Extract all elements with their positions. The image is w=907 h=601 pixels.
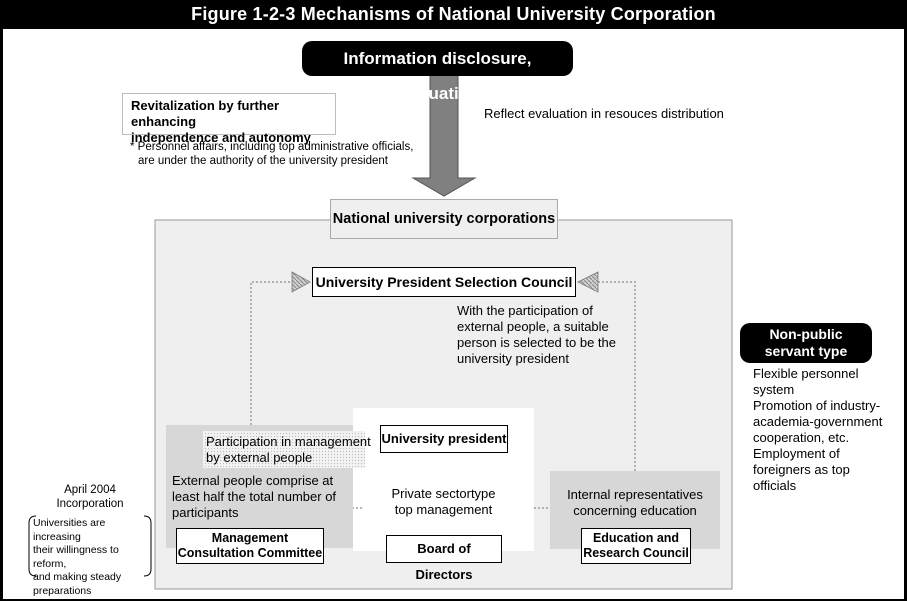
education-council-line1: Education and xyxy=(592,531,680,545)
corporations-box: National university corporations xyxy=(330,199,558,239)
internal-representatives-text: Internal representatives concerning educ… xyxy=(550,487,720,519)
april-line2: Incorporation xyxy=(56,498,124,510)
right-arrowhead xyxy=(577,271,599,293)
selection-note-line1: With the participation of xyxy=(457,303,593,318)
benefit-line: academia-government xyxy=(753,414,883,429)
revitalization-box: Revitalization by further enhancing inde… xyxy=(122,93,336,145)
board-of-directors-box: Board of Directors xyxy=(386,535,502,582)
selection-note-line3: person is selected to be the xyxy=(457,335,616,350)
universities-willingness-note: Universities are increasing their willin… xyxy=(33,517,149,598)
universities-note-line4: preparations xyxy=(33,584,92,597)
right-loop-line xyxy=(598,281,636,471)
participation-management-line1: Participation in management xyxy=(206,434,371,449)
external-half-line2: least half the total number of xyxy=(172,489,337,504)
management-committee-line1: Management xyxy=(211,531,289,545)
selection-council-box: University President Selection Council xyxy=(312,267,576,297)
personnel-note: * Personnel affairs, including top admin… xyxy=(130,140,430,168)
non-public-line1: Non-public xyxy=(769,326,843,342)
management-committee-box: Management Consultation Committee xyxy=(176,528,324,564)
info-disclosure-pill: Information disclosure, evaluation xyxy=(302,41,573,103)
non-public-line2: servant type xyxy=(764,343,848,359)
non-public-servant-pill: Non-public servant type xyxy=(740,323,872,363)
participation-management-line2: by external people xyxy=(206,450,313,465)
benefit-line: Flexible personnel xyxy=(753,366,859,381)
external-half-line1: External people comprise at xyxy=(172,473,334,488)
benefit-line: Employment of xyxy=(753,446,840,461)
internal-reps-line1: Internal representatives xyxy=(567,487,703,502)
selection-note-line2: external people, a suitable xyxy=(457,319,609,334)
management-committee-line2: Consultation Committee xyxy=(177,546,323,560)
revitalization-line1: Revitalization by further enhancing xyxy=(131,98,280,129)
university-president-box: University president xyxy=(380,425,508,453)
participation-management-text: Participation in management by external … xyxy=(206,434,376,466)
private-sector-line1: Private sectortype xyxy=(391,486,496,501)
private-sector-line2: top management xyxy=(394,502,493,517)
participation-strip xyxy=(203,431,365,468)
left-arrowhead xyxy=(291,271,311,293)
education-council-box: Education and Research Council xyxy=(581,528,691,564)
education-council-line2: Research Council xyxy=(583,546,689,560)
revitalization-line2: independence and autonomy xyxy=(131,130,311,145)
universities-note-line2: their willingness to reform, xyxy=(33,544,119,570)
personnel-note-line1: * Personnel affairs, including top admin… xyxy=(130,141,414,153)
benefit-line: Promotion of industry- xyxy=(753,398,881,413)
non-public-benefits-list: Flexible personnel system Promotion of i… xyxy=(753,366,903,494)
selection-note-line4: university president xyxy=(457,351,569,366)
universities-note-line1: Universities are increasing xyxy=(33,517,106,543)
evaluation-arrow xyxy=(411,73,477,197)
external-half-line3: participants xyxy=(172,505,239,520)
benefit-line: cooperation, etc. xyxy=(753,430,850,445)
bracket-right xyxy=(143,515,152,577)
internal-reps-line2: concerning education xyxy=(573,503,697,518)
private-sector-text: Private sectortype top management xyxy=(353,486,534,518)
bracket-left xyxy=(28,515,37,577)
april-line1: April 2004 xyxy=(64,484,116,496)
selection-participation-note: With the participation of external peopl… xyxy=(457,303,657,367)
figure-title: Figure 1-2-3 Mechanisms of National Univ… xyxy=(191,4,716,24)
april-incorporation-text: April 2004 Incorporation xyxy=(40,483,140,511)
benefit-line: foreigners as top xyxy=(753,462,850,477)
benefit-line: officials xyxy=(753,478,797,493)
personnel-note-line2: are under the authority of the universit… xyxy=(138,155,388,167)
reflect-evaluation-text: Reflect evaluation in resouces distribut… xyxy=(484,106,724,121)
universities-note-line3: and making steady xyxy=(33,571,122,583)
benefit-line: system xyxy=(753,382,795,397)
external-half-text: External people comprise at least half t… xyxy=(172,473,362,521)
